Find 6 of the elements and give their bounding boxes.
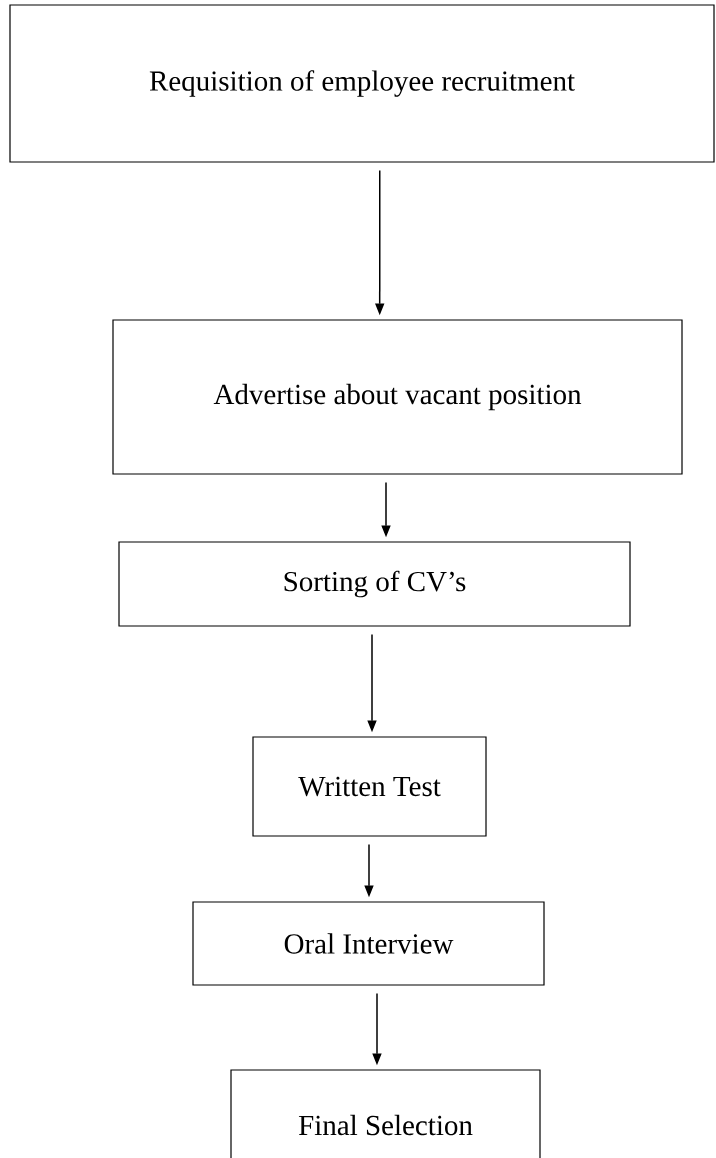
process-box: Requisition of employee recruitment xyxy=(9,4,715,163)
process-box: Advertise about vacant position xyxy=(112,319,683,475)
process-box: Sorting of CV’s xyxy=(118,541,631,627)
process-box: Oral Interview xyxy=(192,901,545,986)
process-box: Final Selection xyxy=(230,1069,541,1158)
process-box: Written Test xyxy=(252,736,487,837)
